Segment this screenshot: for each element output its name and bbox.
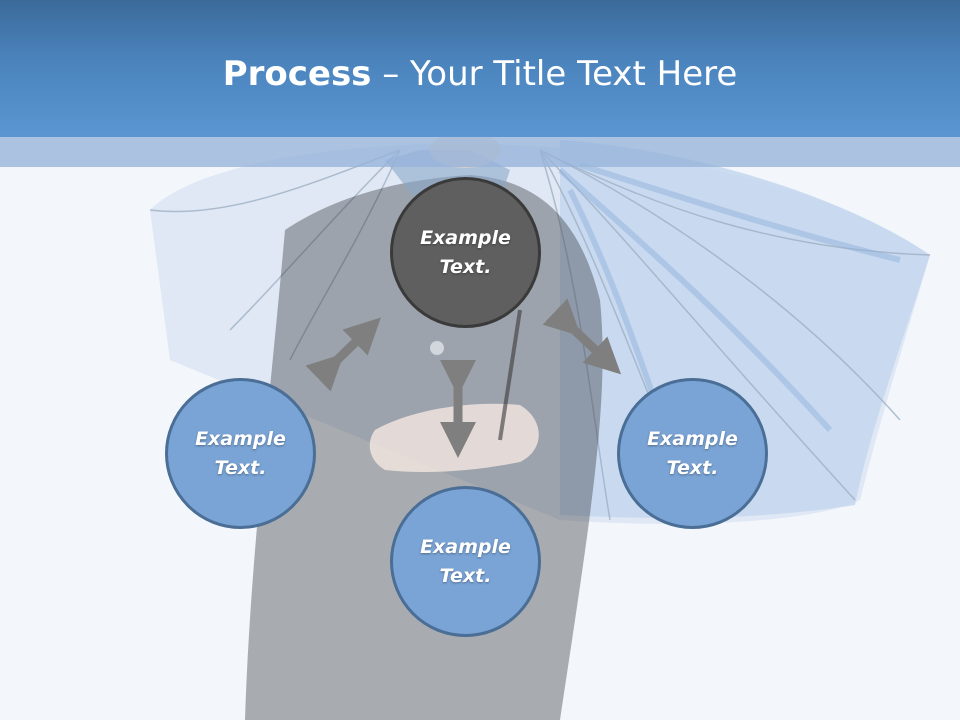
- slide-title: Process – Your Title Text Here: [0, 52, 960, 96]
- title-bar: [0, 0, 960, 137]
- title-bar-band: [0, 137, 960, 167]
- process-node-bottom-line2: Text.: [439, 564, 492, 587]
- slide-title-rest: – Your Title Text Here: [371, 54, 738, 94]
- process-node-left-line1: Example: [195, 427, 286, 450]
- process-node-center-line1: Example: [420, 226, 511, 249]
- slide-title-strong: Process: [222, 54, 372, 94]
- process-node-right-line2: Text.: [666, 456, 719, 479]
- process-node-bottom-line1: Example: [420, 535, 511, 558]
- process-node-left-line2: Text.: [214, 456, 267, 479]
- process-node-center-line2: Text.: [439, 255, 492, 278]
- process-node-right-line1: Example: [647, 427, 738, 450]
